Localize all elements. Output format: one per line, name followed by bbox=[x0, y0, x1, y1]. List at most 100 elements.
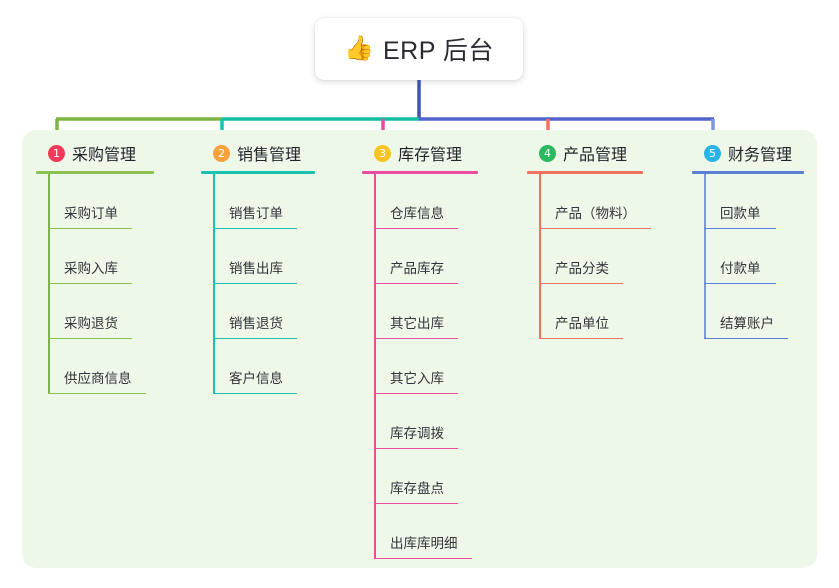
leaf-label: 其它出库 bbox=[390, 316, 444, 331]
leaf-connector-line bbox=[539, 174, 541, 229]
leaf-connector-line bbox=[374, 394, 376, 449]
leaf-item[interactable]: 客户信息 bbox=[201, 339, 315, 394]
leaf-list-2: 销售订单销售出库销售退货客户信息 bbox=[201, 174, 315, 394]
leaf-connector-line bbox=[374, 504, 376, 559]
branch-title-2: 销售管理 bbox=[237, 147, 302, 164]
leaf-rule bbox=[213, 282, 297, 284]
branch-column-5: 5 财务管理回款单付款单结算账户 bbox=[692, 140, 804, 339]
leaf-item[interactable]: 其它入库 bbox=[362, 339, 478, 394]
leaf-item[interactable]: 销售出库 bbox=[201, 229, 315, 284]
leaf-rule bbox=[374, 392, 458, 394]
leaf-rule bbox=[704, 227, 776, 229]
branch-header-rule-4 bbox=[527, 171, 643, 174]
branch-header-2[interactable]: 2 销售管理 bbox=[201, 140, 315, 166]
branch-badge-2: 2 bbox=[213, 144, 230, 162]
leaf-item[interactable]: 产品单位 bbox=[527, 284, 643, 339]
leaf-label: 供应商信息 bbox=[64, 371, 132, 386]
leaf-connector-line bbox=[704, 229, 706, 284]
branch-header-1[interactable]: 1 采购管理 bbox=[36, 140, 154, 166]
leaf-label: 库存盘点 bbox=[390, 481, 444, 496]
leaf-label: 销售出库 bbox=[229, 261, 283, 276]
leaf-label: 采购入库 bbox=[64, 261, 118, 276]
leaf-item[interactable]: 回款单 bbox=[692, 174, 804, 229]
branch-badge-3: 3 bbox=[374, 144, 391, 162]
branch-column-4: 4 产品管理产品（物料） 产品分类产品单位 bbox=[527, 140, 651, 339]
root-node-erp-backend[interactable]: 👍 ERP 后台 bbox=[315, 18, 523, 80]
leaf-item[interactable]: 产品分类 bbox=[527, 229, 643, 284]
branch-badge-1: 1 bbox=[48, 144, 65, 162]
leaf-connector-line bbox=[539, 229, 541, 284]
leaf-label: 采购订单 bbox=[64, 206, 118, 221]
leaf-label: 仓库信息 bbox=[390, 206, 444, 221]
leaf-connector-line bbox=[213, 284, 215, 339]
leaf-rule bbox=[374, 282, 458, 284]
branch-badge-4: 4 bbox=[539, 144, 556, 162]
branch-header-3[interactable]: 3 库存管理 bbox=[362, 140, 478, 166]
leaf-list-5: 回款单付款单结算账户 bbox=[692, 174, 804, 339]
branch-title-5: 财务管理 bbox=[728, 147, 793, 164]
leaf-item[interactable]: 结算账户 bbox=[692, 284, 804, 339]
thumbs-up-icon: 👍 bbox=[344, 35, 374, 62]
leaf-connector-line bbox=[374, 229, 376, 284]
leaf-item[interactable]: 库存盘点 bbox=[362, 449, 478, 504]
leaf-list-1: 采购订单采购入库采购退货供应商信息 bbox=[36, 174, 154, 394]
leaf-label: 产品单位 bbox=[555, 316, 609, 331]
leaf-rule bbox=[374, 447, 458, 449]
leaf-item[interactable]: 仓库信息 bbox=[362, 174, 478, 229]
leaf-item[interactable]: 产品库存 bbox=[362, 229, 478, 284]
leaf-connector-line bbox=[374, 284, 376, 339]
leaf-label: 销售退货 bbox=[229, 316, 283, 331]
leaf-rule bbox=[539, 282, 623, 284]
leaf-rule bbox=[213, 392, 297, 394]
leaf-label: 采购退货 bbox=[64, 316, 118, 331]
leaf-label: 产品库存 bbox=[390, 261, 444, 276]
branch-badge-5: 5 bbox=[704, 144, 721, 162]
leaf-item[interactable]: 销售退货 bbox=[201, 284, 315, 339]
leaf-label: 结算账户 bbox=[720, 316, 774, 331]
branch-header-rule-5 bbox=[692, 171, 804, 174]
leaf-item[interactable]: 采购退货 bbox=[36, 284, 154, 339]
branch-header-5[interactable]: 5 财务管理 bbox=[692, 140, 804, 166]
leaf-item[interactable]: 其它出库 bbox=[362, 284, 478, 339]
leaf-rule bbox=[48, 227, 132, 229]
leaf-connector-line bbox=[374, 339, 376, 394]
leaf-item[interactable]: 采购入库 bbox=[36, 229, 154, 284]
leaf-label: 产品（物料） bbox=[555, 206, 636, 221]
leaf-item[interactable]: 采购订单 bbox=[36, 174, 154, 229]
leaf-connector-line bbox=[213, 229, 215, 284]
leaf-connector-line bbox=[704, 174, 706, 229]
branch-column-3: 3 库存管理仓库信息产品库存其它出库其它入库库存调拨库存盘点出库库明细 bbox=[362, 140, 478, 559]
leaf-rule bbox=[374, 227, 458, 229]
branch-title-3: 库存管理 bbox=[398, 147, 463, 164]
leaf-connector-line bbox=[213, 174, 215, 229]
leaf-label: 其它入库 bbox=[390, 371, 444, 386]
leaf-rule bbox=[374, 557, 472, 559]
branch-column-2: 2 销售管理销售订单销售出库销售退货客户信息 bbox=[201, 140, 315, 394]
branch-header-4[interactable]: 4 产品管理 bbox=[527, 140, 643, 166]
leaf-rule bbox=[48, 282, 132, 284]
root-node-title: ERP 后台 bbox=[382, 37, 494, 65]
branch-column-1: 1 采购管理采购订单采购入库采购退货供应商信息 bbox=[36, 140, 154, 394]
leaf-item[interactable]: 出库库明细 bbox=[362, 504, 478, 559]
leaf-rule bbox=[48, 392, 146, 394]
leaf-connector-line bbox=[48, 229, 50, 284]
branch-title-1: 采购管理 bbox=[72, 147, 137, 164]
leaf-item[interactable]: 销售订单 bbox=[201, 174, 315, 229]
branch-title-4: 产品管理 bbox=[563, 147, 628, 164]
leaf-rule bbox=[213, 337, 297, 339]
leaf-item[interactable]: 产品（物料） bbox=[527, 174, 651, 229]
leaf-label: 产品分类 bbox=[555, 261, 609, 276]
leaf-label: 销售订单 bbox=[229, 206, 283, 221]
leaf-connector-line bbox=[539, 284, 541, 339]
leaf-label: 出库库明细 bbox=[390, 536, 458, 551]
leaf-item[interactable]: 供应商信息 bbox=[36, 339, 154, 394]
branch-header-rule-1 bbox=[36, 171, 154, 174]
leaf-item[interactable]: 库存调拨 bbox=[362, 394, 478, 449]
leaf-connector-line bbox=[213, 339, 215, 394]
leaf-item[interactable]: 付款单 bbox=[692, 229, 804, 284]
branch-header-rule-3 bbox=[362, 171, 478, 174]
branches-panel bbox=[22, 130, 817, 568]
leaf-connector-line bbox=[48, 339, 50, 394]
leaf-rule bbox=[539, 337, 623, 339]
